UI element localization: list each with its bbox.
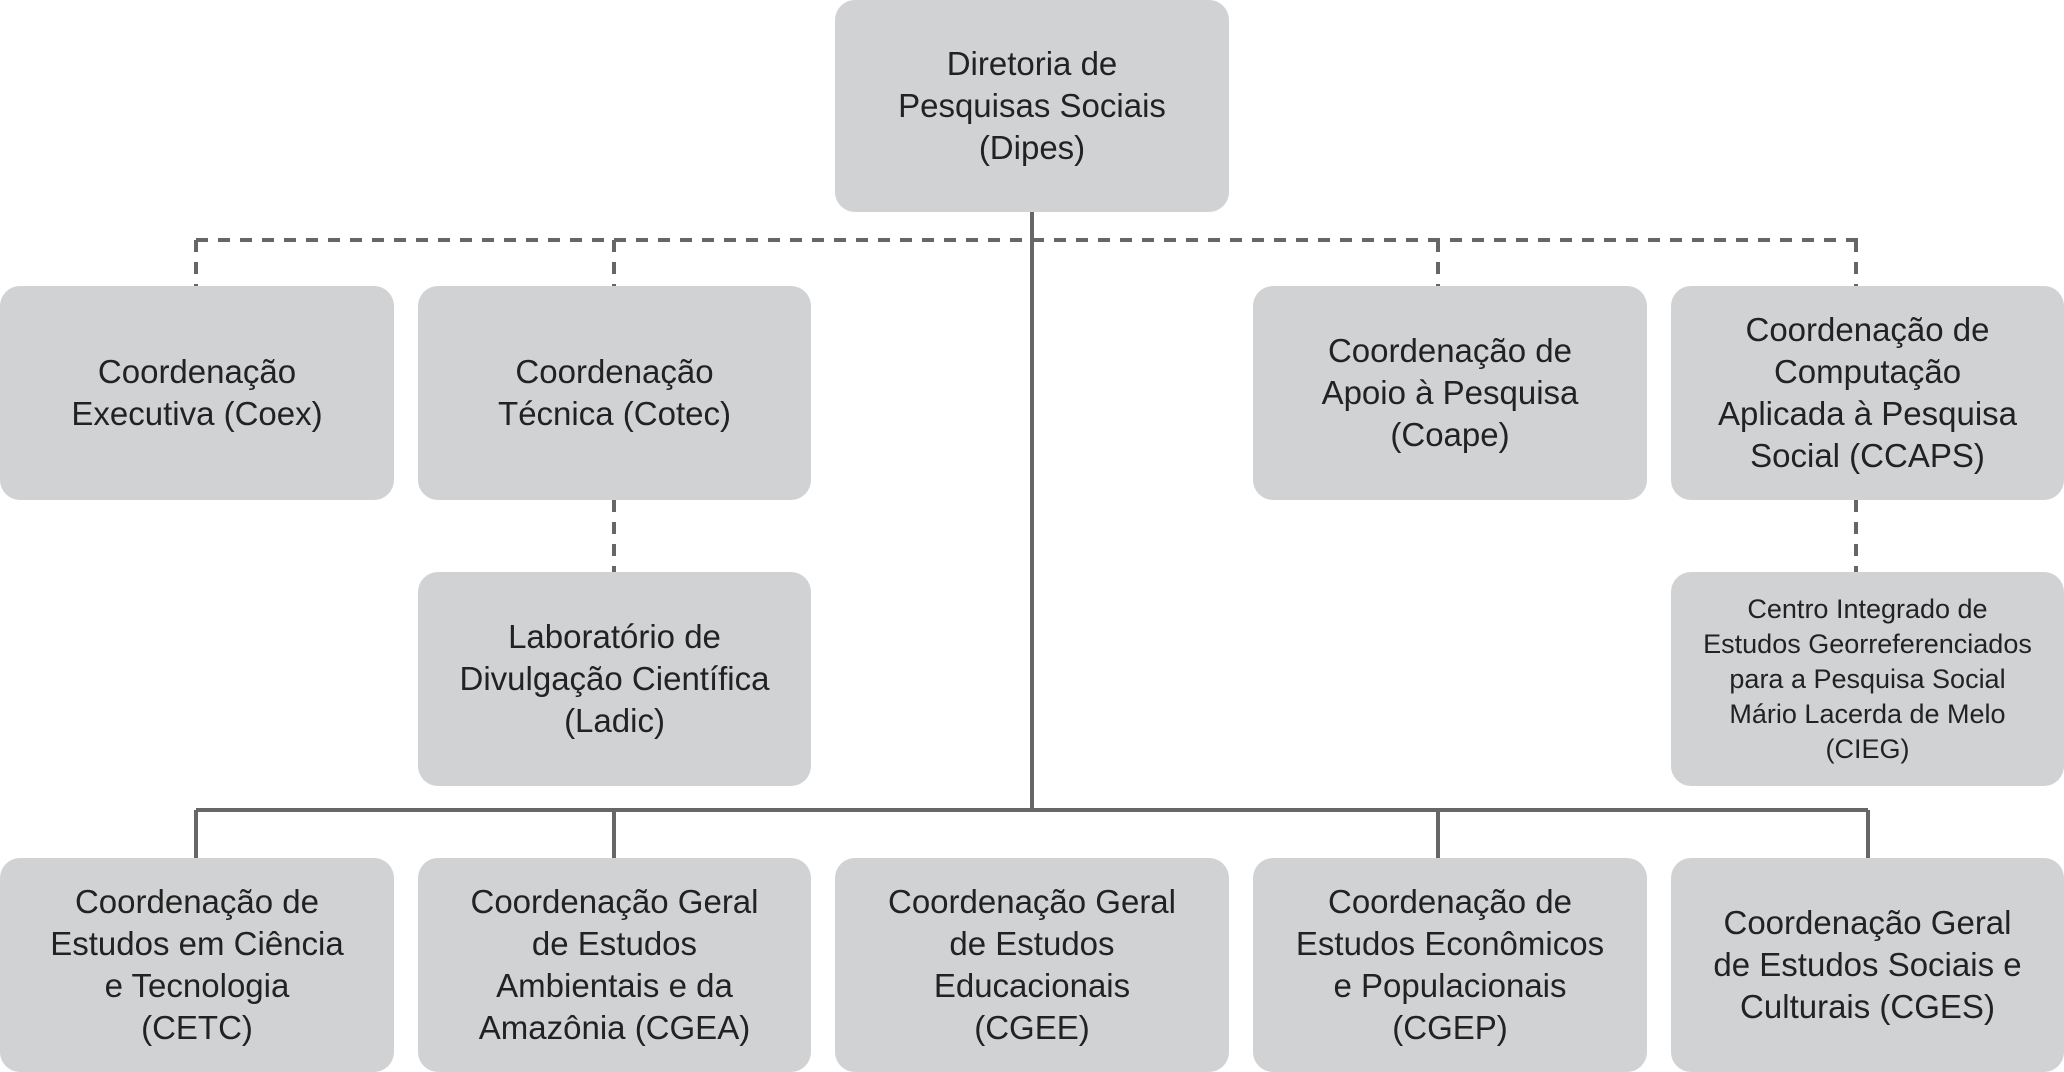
node-coex: Coordenação Executiva (Coex): [0, 286, 394, 500]
node-coex-label: Coordenação Executiva (Coex): [71, 353, 323, 432]
node-cgea: Coordenação Geral de Estudos Ambientais …: [418, 858, 811, 1072]
node-cetc: Coordenação de Estudos em Ciência e Tecn…: [0, 858, 394, 1072]
node-cgee-label: Coordenação Geral de Estudos Educacionai…: [887, 883, 1176, 1046]
node-cotec-label: Coordenação Técnica (Cotec): [498, 353, 731, 432]
node-cieg-label: Centro Integrado de Estudos Georreferenc…: [1703, 593, 2032, 764]
node-cgee: Coordenação Geral de Estudos Educacionai…: [835, 858, 1229, 1072]
node-dipes: Diretoria de Pesquisas Sociais (Dipes): [835, 0, 1229, 212]
node-cieg: Centro Integrado de Estudos Georreferenc…: [1671, 572, 2064, 786]
node-dipes-label: Diretoria de Pesquisas Sociais (Dipes): [898, 45, 1166, 166]
node-cotec: Coordenação Técnica (Cotec): [418, 286, 811, 500]
node-cgep: Coordenação de Estudos Econômicos e Popu…: [1253, 858, 1647, 1072]
node-ladic: Laboratório de Divulgação Científica (La…: [418, 572, 811, 786]
node-ccaps: Coordenação de Computação Aplicada à Pes…: [1671, 286, 2064, 500]
node-coape-label: Coordenação de Apoio à Pesquisa (Coape): [1321, 332, 1579, 453]
node-cges: Coordenação Geral de Estudos Sociais e C…: [1671, 858, 2064, 1072]
node-cges-label: Coordenação Geral de Estudos Sociais e C…: [1713, 904, 2022, 1025]
node-cetc-label: Coordenação de Estudos em Ciência e Tecn…: [50, 883, 344, 1046]
node-cgea-label: Coordenação Geral de Estudos Ambientais …: [470, 883, 759, 1046]
node-coape: Coordenação de Apoio à Pesquisa (Coape): [1253, 286, 1647, 500]
node-cgep-label: Coordenação de Estudos Econômicos e Popu…: [1295, 883, 1605, 1046]
node-ccaps-label: Coordenação de Computação Aplicada à Pes…: [1717, 311, 2018, 474]
node-ladic-label: Laboratório de Divulgação Científica (La…: [459, 618, 770, 739]
